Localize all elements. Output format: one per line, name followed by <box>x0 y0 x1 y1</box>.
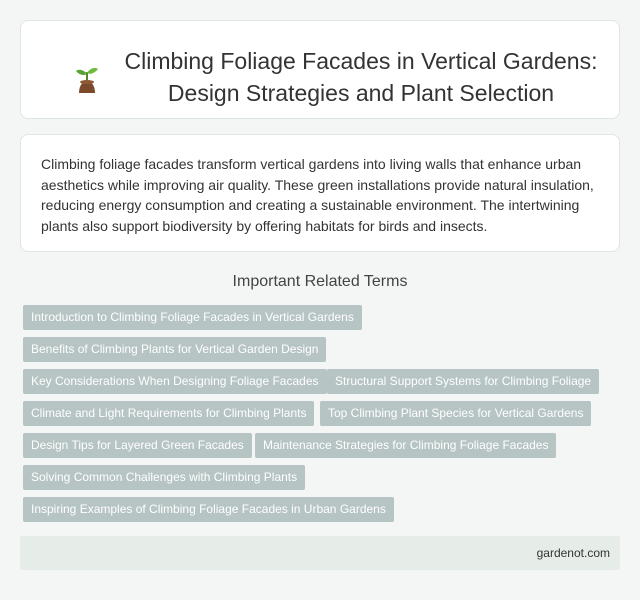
related-terms-heading: Important Related Terms <box>232 273 408 290</box>
related-term-tag[interactable]: Maintenance Strategies for Climbing Foli… <box>255 433 557 458</box>
related-term-tag[interactable]: Climate and Light Requirements for Climb… <box>23 401 315 426</box>
sprout-icon <box>76 68 98 93</box>
intro-card: Climbing foliage facades transform verti… <box>20 134 620 252</box>
footer-site-name[interactable]: gardenot.com <box>536 546 610 560</box>
intro-paragraph: Climbing foliage facades transform verti… <box>41 156 594 234</box>
related-term-tag[interactable]: Benefits of Climbing Plants for Vertical… <box>23 337 327 362</box>
related-term-tag[interactable]: Structural Support Systems for Climbing … <box>327 369 600 394</box>
related-term-tag[interactable]: Top Climbing Plant Species for Vertical … <box>320 401 592 426</box>
footer: gardenot.com <box>20 536 620 570</box>
related-term-tag[interactable]: Design Tips for Layered Green Facades <box>23 433 252 458</box>
related-term-tag[interactable]: Key Considerations When Designing Foliag… <box>23 369 327 394</box>
title-card: Climbing Foliage Facades in Vertical Gar… <box>20 20 620 119</box>
related-term-tag[interactable]: Introduction to Climbing Foliage Facades… <box>23 305 362 330</box>
related-term-tag[interactable]: Solving Common Challenges with Climbing … <box>23 465 306 490</box>
page-title: Climbing Foliage Facades in Vertical Gar… <box>124 48 598 106</box>
related-term-tag[interactable]: Inspiring Examples of Climbing Foliage F… <box>23 497 394 522</box>
